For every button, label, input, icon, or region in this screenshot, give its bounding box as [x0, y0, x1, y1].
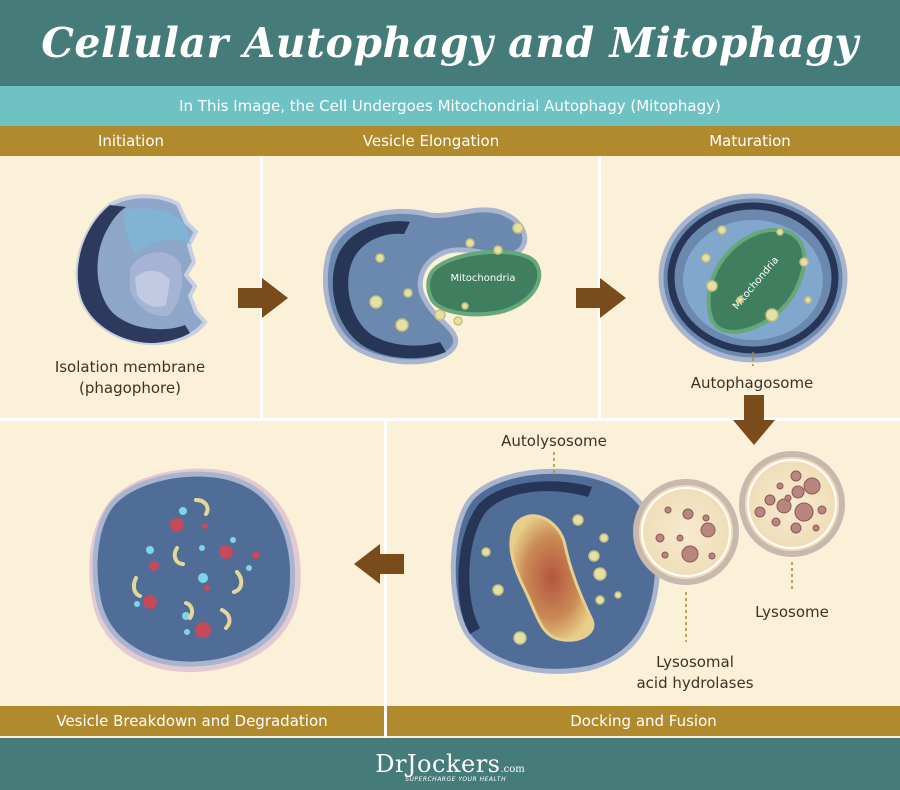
autolysosome-label: Autolysosome	[501, 432, 607, 450]
divider-row	[0, 418, 900, 421]
lysosome-docking-icon	[633, 479, 739, 642]
degraded-fragments-red	[143, 518, 260, 638]
subtitle-bar: In This Image, the Cell Undergoes Mitoch…	[0, 86, 900, 126]
lysosome-particles	[754, 470, 827, 534]
arrow-right-icon	[576, 278, 626, 318]
title-bar: Cellular Autophagy and Mitophagy	[0, 0, 900, 86]
page-title: Cellular Autophagy and Mitophagy	[41, 19, 859, 67]
logo-tagline: SUPERCHARGE YOUR HEALTH	[405, 776, 507, 783]
elongating-vesicle-icon: Mitochondria	[322, 207, 542, 365]
stage-maturation-label: Maturation	[709, 132, 791, 150]
lysosome-icon	[739, 451, 845, 590]
lysosomal-acid-hydrolases-label: Lysosomal acid hydrolases	[636, 653, 754, 692]
autophagosome-particles	[701, 225, 812, 322]
autophagosome-label: Autophagosome	[691, 374, 814, 392]
footer: DrJockers.com SUPERCHARGE YOUR HEALTH	[0, 738, 900, 790]
autolysosome-icon	[450, 452, 661, 674]
lysosome-label: Lysosome	[755, 603, 829, 621]
stage-breakdown-label: Vesicle Breakdown and Degradation	[56, 712, 328, 730]
stage-maturation: Maturation	[600, 126, 900, 156]
top-stage-bar	[0, 126, 900, 156]
logo-brand: DrJockers	[375, 750, 501, 778]
phagophore-icon	[75, 194, 208, 346]
divider-3	[384, 420, 387, 738]
stage-initiation-label: Initiation	[97, 132, 165, 150]
degradation-vesicle-icon	[89, 468, 301, 673]
hydrolase-particles	[655, 506, 716, 563]
stage-docking: Docking and Fusion	[387, 706, 900, 736]
stage-vesicle-elongation-label: Vesicle Elongation	[362, 132, 500, 150]
arrow-left-icon	[354, 544, 404, 584]
isolation-membrane-label: Isolation membrane (phagophore)	[54, 358, 206, 397]
page-subtitle: In This Image, the Cell Undergoes Mitoch…	[179, 97, 721, 115]
logo: DrJockers.com SUPERCHARGE YOUR HEALTH	[375, 750, 525, 783]
degraded-fragments-blue	[134, 507, 252, 635]
autolysosome-particles	[481, 514, 622, 645]
logo-dotcom: .com	[500, 764, 525, 775]
stage-vesicle-elongation: Vesicle Elongation	[262, 126, 600, 156]
arrow-down-icon	[733, 395, 775, 445]
autophagosome-icon: Mitochondria	[658, 193, 848, 366]
arrow-right-icon	[238, 278, 288, 318]
stage-initiation: Initiation	[0, 126, 262, 156]
vesicle-particles	[369, 222, 524, 332]
mitochondria-label-1: Mitochondria	[450, 273, 515, 284]
stage-docking-label: Docking and Fusion	[570, 712, 717, 730]
degraded-fragments-arcs	[131, 498, 244, 630]
stage-breakdown: Vesicle Breakdown and Degradation	[0, 706, 384, 736]
